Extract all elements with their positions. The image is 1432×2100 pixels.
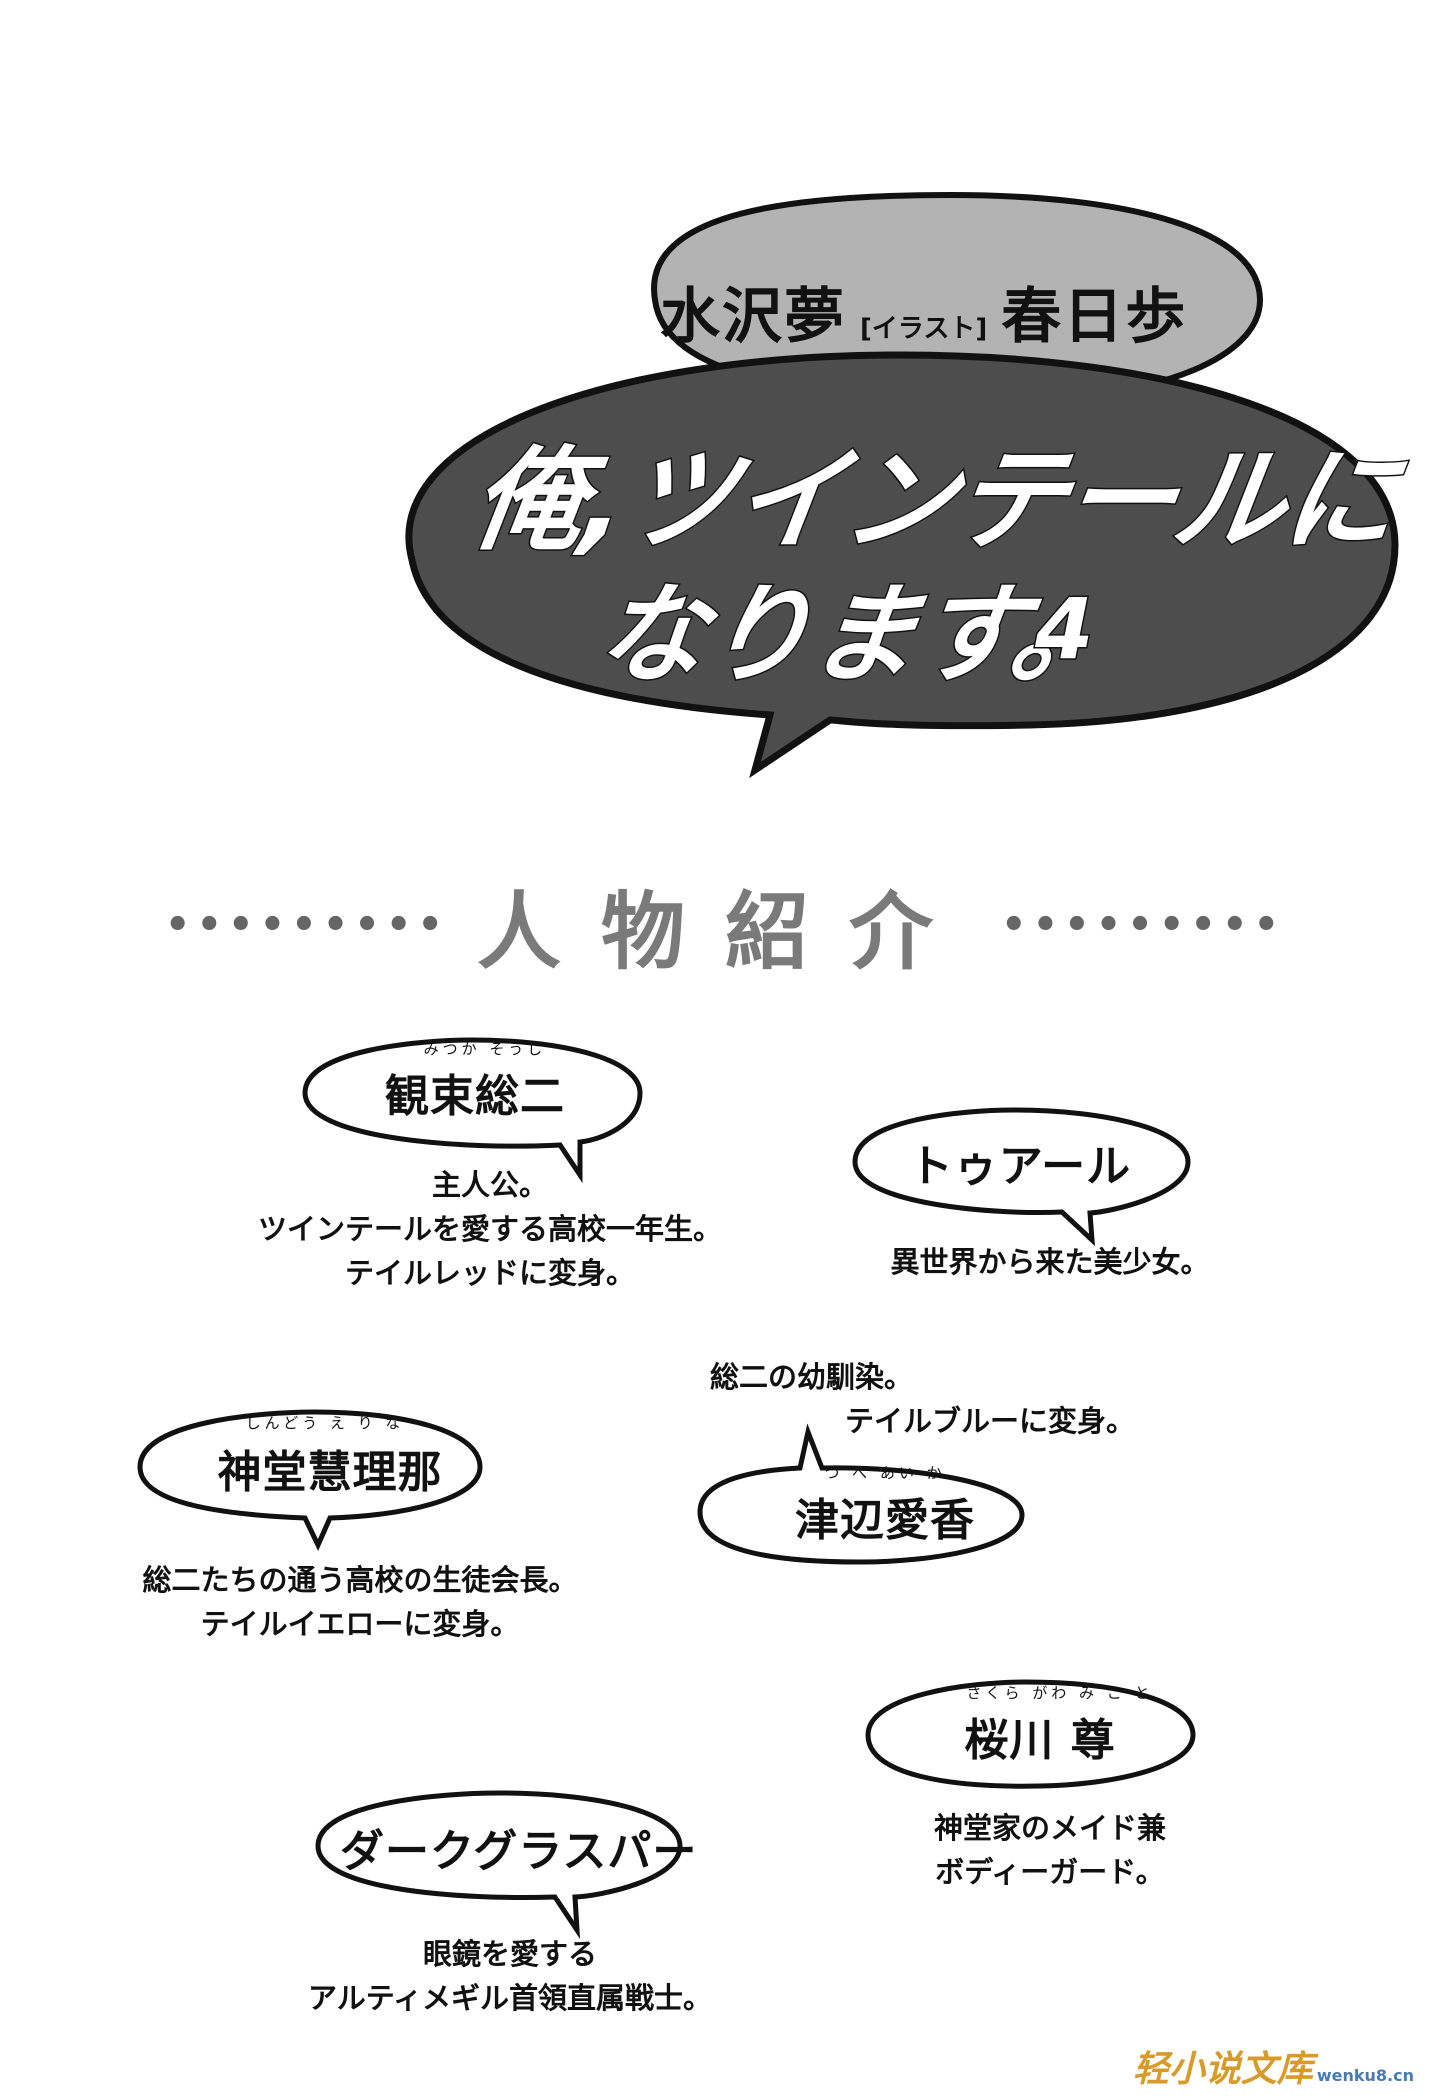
desc-line: テイルイエローに変身。: [200, 1607, 520, 1641]
watermark-url: wenku8.cn: [1316, 2066, 1414, 2085]
desc-line: ボディーガード。: [935, 1855, 1165, 1889]
ruby-tsube: つ べ あい か: [824, 1464, 946, 1482]
watermark-logo: 轻小说文库: [1132, 2049, 1313, 2090]
ruby-sakuragawa: さくら がわ み こ と: [966, 1684, 1154, 1702]
desc-line: 神堂家のメイド兼: [933, 1811, 1166, 1845]
desc-line: テイルレッドに変身。: [344, 1256, 635, 1290]
desc-sakuragawa: 神堂家のメイド兼 ボディーガード。: [890, 1806, 1210, 1894]
author-name: 水沢夢: [660, 282, 846, 352]
desc-mitsuka: 主人公。 ツインテールを愛する高校一年生。 テイルレッドに変身。: [215, 1163, 765, 1295]
desc-tuaru: 異世界から来た美少女。: [860, 1240, 1240, 1284]
name-tsube: 津辺愛香: [795, 1495, 975, 1546]
desc-tsube: 総二の幼馴染。 テイルブルーに変身。: [710, 1355, 1150, 1443]
illustrator-name: 春日歩: [1001, 282, 1188, 352]
ruby-shindo: しんどう え り な: [245, 1414, 405, 1432]
section-heading: ••••••••• 人物紹介 •••••••••: [150, 870, 1300, 981]
name-darkgrasper: ダークグラスパー: [340, 1826, 698, 1877]
desc-line: 総二の幼馴染。: [710, 1360, 914, 1394]
desc-line: ツインテールを愛する高校一年生。: [257, 1212, 722, 1246]
title-bubbles: [405, 191, 1399, 779]
name-tuaru: トゥアール: [908, 1141, 1132, 1192]
name-sakuragawa: 桜川 尊: [964, 1715, 1116, 1766]
author-credit-line: 水沢夢 [イラスト] 春日歩: [660, 268, 1260, 355]
desc-line: 総二たちの通う高校の生徒会長。: [142, 1563, 578, 1597]
illustrator-credit-label: [イラスト]: [860, 314, 988, 344]
name-shindo: 神堂慧理那: [217, 1447, 443, 1498]
desc-darkgrasper: 眼鏡を愛する アルティメギル首領直属戦士。: [270, 1932, 750, 2020]
heading-dots-right: •••••••••: [1001, 902, 1286, 948]
desc-line: アルティメギル首領直属戦士。: [308, 1981, 712, 2015]
heading-dots-left: •••••••••: [164, 902, 449, 948]
desc-line: 異世界から来た美少女。: [890, 1245, 1210, 1279]
name-mitsuka: 観束総二: [385, 1071, 565, 1122]
title-bubble: [405, 351, 1399, 779]
heading-title: 人物紹介: [476, 882, 973, 981]
desc-line: テイルブルーに変身。: [845, 1404, 1136, 1438]
volume-number: 4: [1033, 579, 1094, 680]
ruby-mitsuka: みつか そうじ: [423, 1040, 547, 1058]
desc-shindo: 総二たちの通う高校の生徒会長。 テイルイエローに変身。: [100, 1558, 620, 1646]
desc-line: 主人公。: [431, 1168, 548, 1202]
desc-line: 眼鏡を愛する: [422, 1937, 597, 1971]
